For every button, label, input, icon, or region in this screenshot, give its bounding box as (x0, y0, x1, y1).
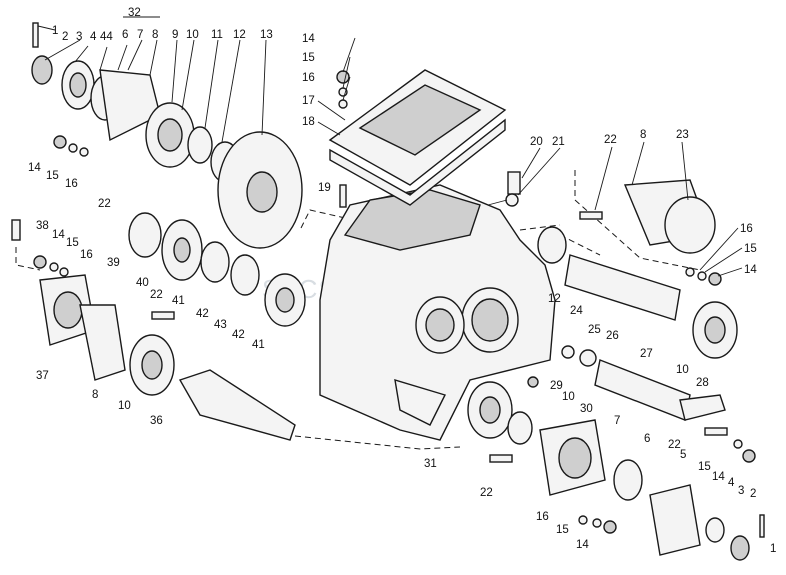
label-16: 16 (302, 72, 315, 84)
label-11: 11 (211, 29, 223, 41)
label-10: 10 (186, 29, 199, 41)
label-9: 9 (172, 29, 178, 41)
label-14: 14 (712, 471, 725, 483)
label-39: 39 (107, 257, 120, 269)
label-14: 14 (52, 229, 65, 241)
label-22: 22 (98, 198, 111, 210)
label-32: 32 (128, 7, 141, 19)
label-28: 28 (696, 377, 709, 389)
label-14: 14 (302, 33, 315, 45)
label-10: 10 (562, 391, 575, 403)
label-24: 24 (570, 305, 583, 317)
label-15: 15 (66, 237, 79, 249)
label-44: 44 (100, 31, 113, 43)
label-4: 4 (728, 477, 735, 489)
leader-lines (37, 16, 743, 277)
label-6: 6 (122, 29, 128, 41)
label-36: 36 (150, 415, 163, 427)
label-41: 41 (252, 339, 265, 351)
label-43: 43 (214, 319, 227, 331)
label-1: 1 (52, 25, 58, 37)
label-19: 19 (318, 182, 331, 194)
fasteners (11, 70, 756, 534)
label-10: 10 (676, 364, 689, 376)
label-10: 10 (118, 400, 131, 412)
label-16: 16 (65, 178, 78, 190)
label-38: 38 (36, 220, 49, 232)
label-22: 22 (604, 134, 617, 146)
label-15: 15 (556, 524, 569, 536)
label-8: 8 (92, 389, 98, 401)
lower-shaft-assembly (39, 274, 296, 441)
label-15: 15 (698, 461, 711, 473)
label-3: 3 (76, 31, 82, 43)
label-31: 31 (424, 458, 437, 470)
label-3: 3 (738, 485, 744, 497)
label-2: 2 (62, 31, 68, 43)
intermediate-gear-cluster (128, 212, 306, 327)
top-cover (328, 69, 507, 206)
label-15: 15 (302, 52, 315, 64)
label-42: 42 (232, 329, 245, 341)
label-25: 25 (588, 324, 601, 336)
label-8: 8 (640, 129, 646, 141)
label-18: 18 (302, 116, 315, 128)
output-flange-assembly (467, 211, 765, 561)
label-14: 14 (576, 539, 589, 551)
label-22: 22 (150, 289, 163, 301)
label-7: 7 (137, 29, 143, 41)
label-17: 17 (302, 95, 315, 107)
label-15: 15 (744, 243, 757, 255)
label-23: 23 (676, 129, 689, 141)
label-30: 30 (580, 403, 593, 415)
label-16: 16 (536, 511, 549, 523)
label-22: 22 (668, 439, 681, 451)
label-13: 13 (260, 29, 273, 41)
assembly-guide-lines (15, 170, 701, 450)
label-22: 22 (480, 487, 493, 499)
right-shaft-assembly (537, 179, 738, 421)
label-37: 37 (36, 370, 49, 382)
label-6: 6 (644, 433, 650, 445)
label-5: 5 (680, 449, 686, 461)
label-15: 15 (46, 170, 59, 182)
label-14: 14 (744, 264, 757, 276)
label-12: 12 (233, 29, 246, 41)
label-4: 4 (90, 31, 97, 43)
input-shaft-assembly (31, 22, 303, 249)
label-20: 20 (530, 136, 543, 148)
label-26: 26 (606, 330, 619, 342)
label-41: 41 (172, 295, 185, 307)
label-2: 2 (750, 488, 756, 500)
label-1: 1 (770, 543, 776, 555)
label-40: 40 (136, 277, 149, 289)
label-7: 7 (614, 415, 620, 427)
label-27: 27 (640, 348, 653, 360)
gearbox-housing (319, 184, 556, 441)
label-16: 16 (80, 249, 93, 261)
part-number-labels: 1 2 3 4 44 6 7 32 8 9 10 11 12 13 14 15 … (28, 7, 776, 555)
label-12: 12 (548, 293, 561, 305)
label-14: 14 (28, 162, 41, 174)
label-29: 29 (550, 380, 563, 392)
label-16: 16 (740, 223, 753, 235)
label-8: 8 (152, 29, 158, 41)
label-42: 42 (196, 308, 209, 320)
label-21: 21 (552, 136, 565, 148)
